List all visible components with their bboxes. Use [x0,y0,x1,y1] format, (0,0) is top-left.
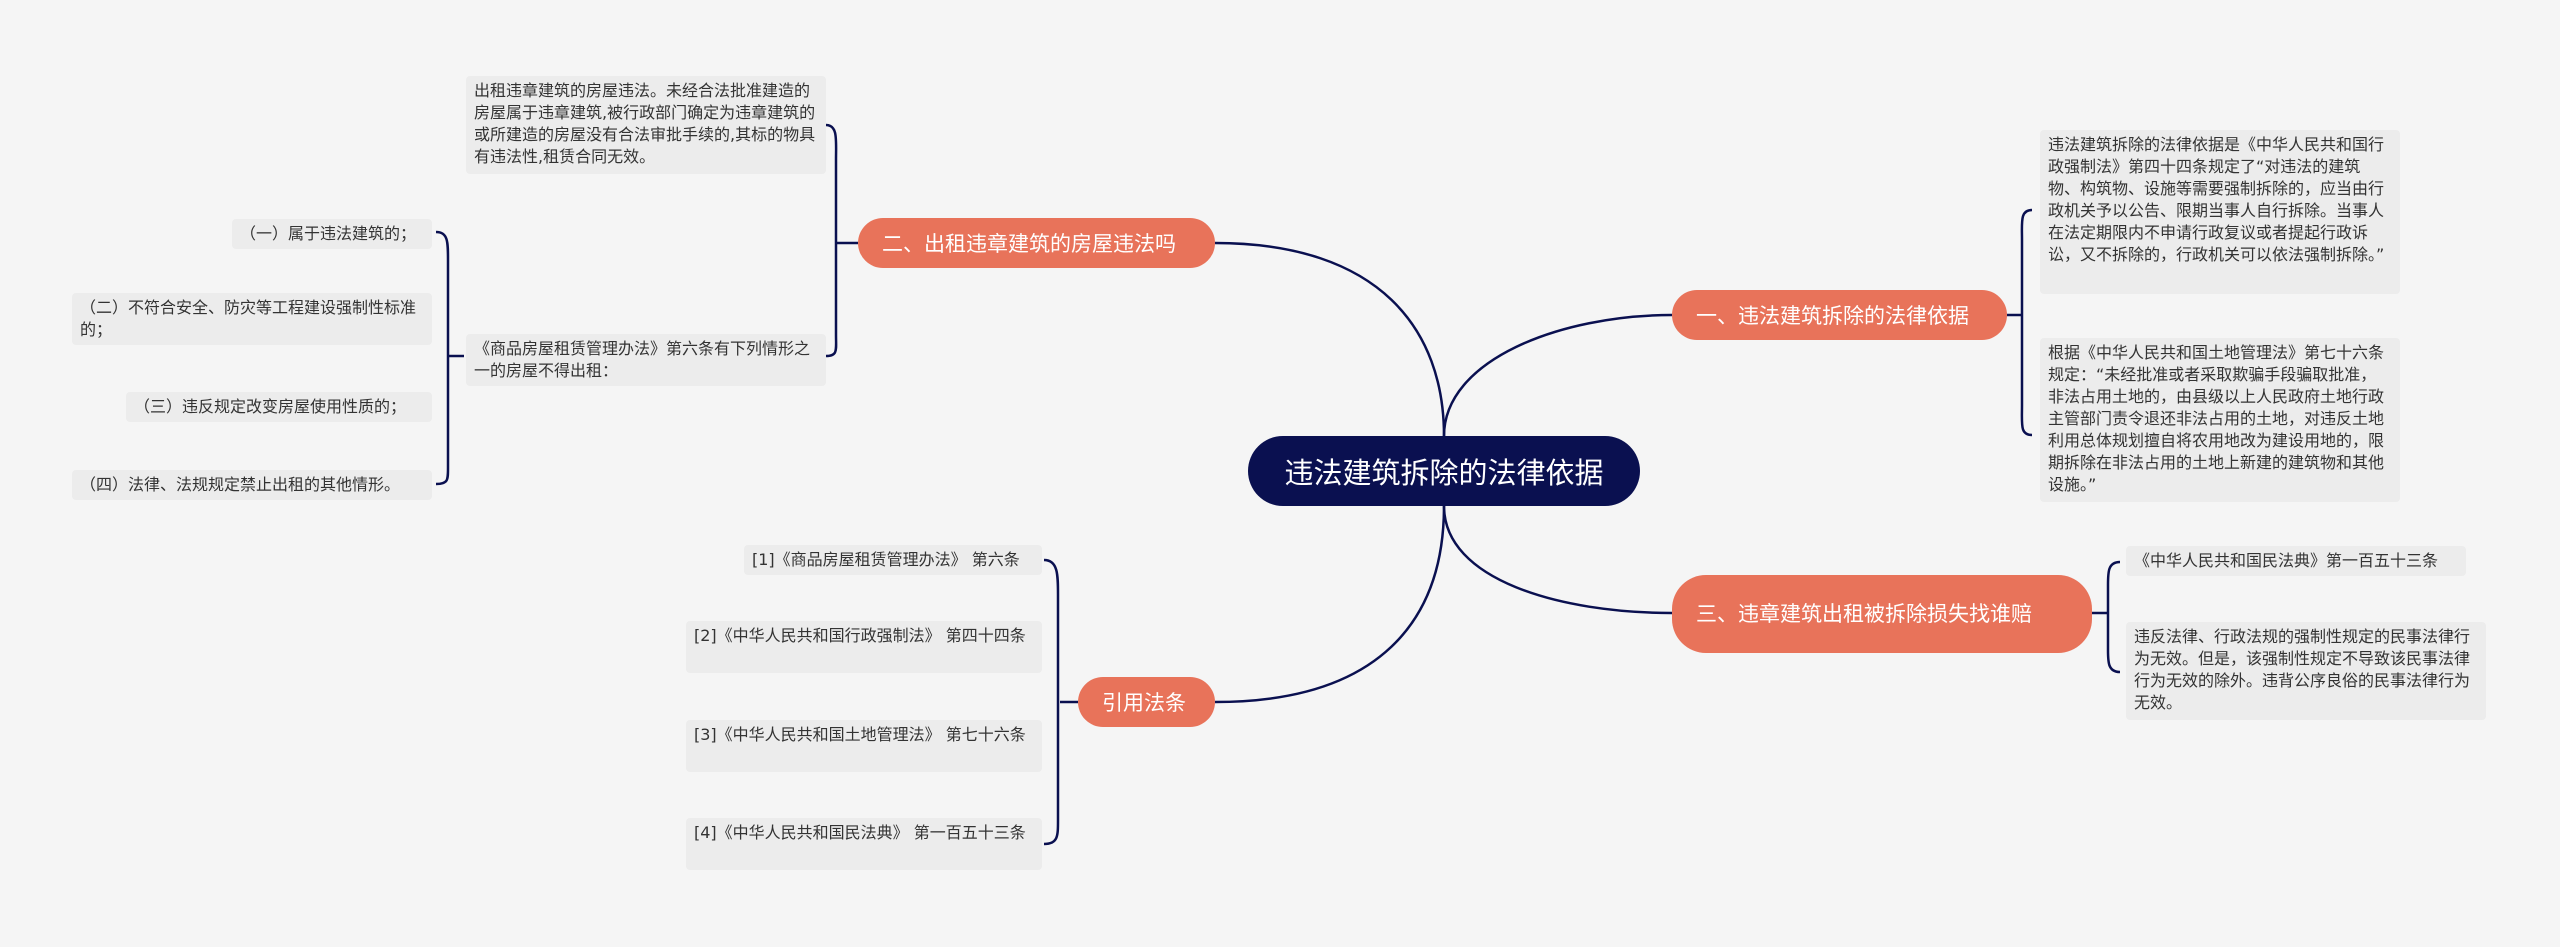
b4-leaf-4-text: [4]《中华人民共和国民法典》 第一百五十三条 [694,823,1026,842]
branch-node-1[interactable]: 一、违法建筑拆除的法律依据 [1672,290,2007,340]
b2-subleaf-4-text: （四）法律、法规规定禁止出租的其他情形。 [80,475,401,494]
link-sub-brace [435,230,464,486]
b3-leaf-2-text: 违反法律、行政法规的强制性规定的民事法律行为无效。但是，该强制性规定不导致该民事… [2134,627,2471,712]
link-root-b4 [1214,505,1446,704]
b4-leaf-1-text: [1]《商品房屋租赁管理办法》 第六条 [752,550,1020,569]
b2-subleaf-1[interactable]: （一）属于违法建筑的； [232,219,432,249]
branch-3-label: 三、违章建筑出租被拆除损失找谁赔 [1696,602,2032,626]
b1-leaf-1[interactable]: 违法建筑拆除的法律依据是《中华人民共和国行政强制法》第四十四条规定了“对违法的建… [2040,130,2400,294]
b2-subleaf-3-text: （三）违反规定改变房屋使用性质的； [134,397,407,416]
b2-subleaf-4[interactable]: （四）法律、法规规定禁止出租的其他情形。 [72,470,432,500]
branch-node-3[interactable]: 三、违章建筑出租被拆除损失找谁赔 [1672,575,2092,653]
branch-2-label: 二、出租违章建筑的房屋违法吗 [882,232,1176,256]
root-node[interactable]: 违法建筑拆除的法律依据 [1248,436,1640,506]
link-b1-brace [2007,208,2033,437]
link-b3-brace [2092,560,2121,674]
branch-node-2[interactable]: 二、出租违章建筑的房屋违法吗 [858,218,1215,268]
b4-leaf-2-text: [2]《中华人民共和国行政强制法》 第四十四条 [694,626,1026,645]
link-root-b1 [1442,313,1673,437]
b4-leaf-4[interactable]: [4]《中华人民共和国民法典》 第一百五十三条 [686,818,1042,870]
b2-leaf-2-text: 《商品房屋租赁管理办法》第六条有下列情形之一的房屋不得出租： [474,339,811,380]
b2-leaf-1[interactable]: 出租违章建筑的房屋违法。未经合法批准建造的房屋属于违章建筑,被行政部门确定为违章… [466,76,826,174]
b2-subleaf-1-text: （一）属于违法建筑的； [240,224,417,243]
b2-leaf-1-text: 出租违章建筑的房屋违法。未经合法批准建造的房屋属于违章建筑,被行政部门确定为违章… [474,81,816,166]
link-b4-brace [1043,558,1078,846]
link-root-b2 [1214,241,1446,437]
b2-subleaf-3[interactable]: （三）违反规定改变房屋使用性质的； [126,392,432,422]
b1-leaf-2-text: 根据《中华人民共和国土地管理法》第七十六条规定：“未经批准或者采取欺骗手段骗取批… [2048,343,2385,494]
branch-4-label: 引用法条 [1102,691,1186,715]
b3-leaf-1-text: 《中华人民共和国民法典》第一百五十三条 [2134,551,2439,570]
b3-leaf-2[interactable]: 违反法律、行政法规的强制性规定的民事法律行为无效。但是，该强制性规定不导致该民事… [2126,622,2486,720]
b4-leaf-1[interactable]: [1]《商品房屋租赁管理办法》 第六条 [744,545,1042,575]
link-root-b3 [1442,505,1673,615]
root-label: 违法建筑拆除的法律依据 [1284,456,1604,490]
b3-leaf-1[interactable]: 《中华人民共和国民法典》第一百五十三条 [2126,546,2466,576]
branch-1-label: 一、违法建筑拆除的法律依据 [1696,304,1969,328]
link-b2-brace [825,123,858,358]
b2-subleaf-2-text: （二）不符合安全、防灾等工程建设强制性标准的； [80,298,417,339]
b2-subleaf-2[interactable]: （二）不符合安全、防灾等工程建设强制性标准的； [72,293,432,345]
b1-leaf-2[interactable]: 根据《中华人民共和国土地管理法》第七十六条规定：“未经批准或者采取欺骗手段骗取批… [2040,338,2400,502]
branch-node-4[interactable]: 引用法条 [1078,677,1215,727]
b4-leaf-2[interactable]: [2]《中华人民共和国行政强制法》 第四十四条 [686,621,1042,673]
b4-leaf-3[interactable]: [3]《中华人民共和国土地管理法》 第七十六条 [686,720,1042,772]
b1-leaf-1-text: 违法建筑拆除的法律依据是《中华人民共和国行政强制法》第四十四条规定了“对违法的建… [2048,135,2385,264]
b2-leaf-2[interactable]: 《商品房屋租赁管理办法》第六条有下列情形之一的房屋不得出租： [466,334,826,386]
b4-leaf-3-text: [3]《中华人民共和国土地管理法》 第七十六条 [694,725,1026,744]
